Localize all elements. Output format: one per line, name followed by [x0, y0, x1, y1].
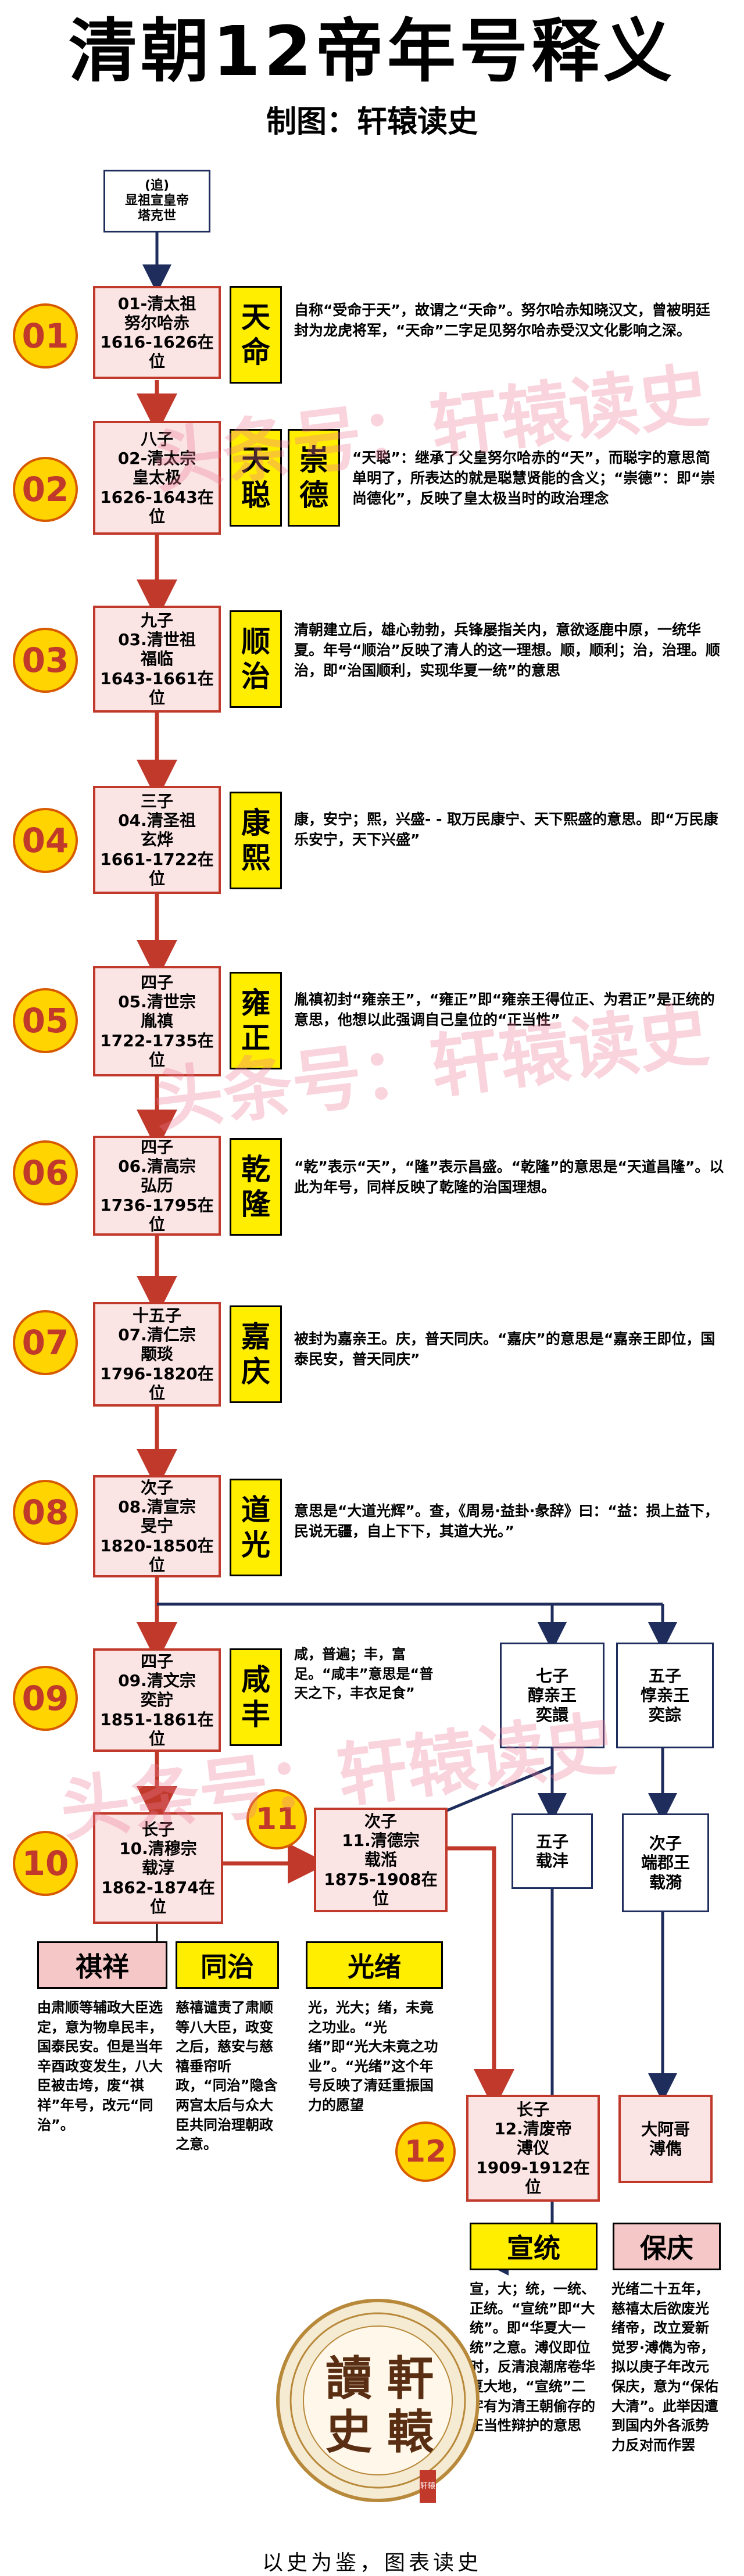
ancestor-box: (追)显祖宣皇帝塔克世: [103, 170, 210, 232]
desc-04: 康，安宁；熙，兴盛- - 取万民康宁、天下熙盛的意思。即“万民康乐安宁，天下兴盛…: [294, 811, 718, 848]
badge-09: 09: [13, 1666, 78, 1731]
prince-chun-box: 七子醇亲王奕譞: [500, 1643, 604, 1748]
desc-09: 咸，普遍；丰，富足。“咸丰”意思是“普天之下，丰衣足食”: [294, 1646, 434, 1702]
era-label-baoqing: 保庆: [613, 2223, 721, 2270]
footer-slogan: 以史为鉴，图表读史: [262, 2551, 482, 2575]
era-label-guangxu: 光绪: [306, 1941, 443, 1989]
era-label-xuantong: 宣统: [470, 2223, 598, 2270]
desc-03: 清朝建立后，雄心勃勃，兵锋屡指关内，意欲逐鹿中原，一统华夏。年号“顺治”反映了清…: [294, 621, 720, 679]
desc-05: 胤禛初封“雍亲王”，“雍正”即“雍亲王得位正、为君正”是正统的意思，他想以此强调…: [294, 991, 715, 1028]
prince-dun-box: 五子惇亲王奕誴: [616, 1643, 714, 1748]
badge-02: 02: [13, 457, 78, 522]
badge-11: 11: [246, 1789, 307, 1849]
era-01: 天命: [230, 286, 282, 384]
desc-01: 自称“受命于天”，故谓之“天命”。努尔哈赤知晓汉文，曾被明廷封为龙虎将军，“天命…: [294, 302, 710, 339]
desc-07: 被封为嘉亲王。庆，普天同庆。“嘉庆”的意思是“嘉亲王即位，国泰民安，普天同庆”: [294, 1330, 716, 1368]
era-desc-baoqing: 光绪二十五年，慈禧太后欲废光绪帝，改立爱新觉罗·溥儁为帝，拟以庚子年改元保庆，意…: [611, 2281, 718, 2453]
era-label-tongzhi: 同治: [176, 1941, 279, 1989]
era-04: 康熙: [230, 792, 282, 889]
svg-text:讀: 讀: [326, 2351, 372, 2406]
seal-logo: 讀 軒 史 轅: [276, 2299, 480, 2502]
era-desc-xuantong: 宣，大；统，一统、正统。“宣统”即“大统”。即“华夏大一统”之意。溥仪即位时，反…: [470, 2281, 595, 2434]
badge-12: 12: [395, 2121, 456, 2182]
badge-03: 03: [13, 628, 78, 693]
desc-06: “乾”表示“天”，“隆”表示昌盛。“乾隆”的意思是“天道昌隆”。以此为年号，同样…: [294, 1158, 724, 1196]
svg-text:史: 史: [326, 2405, 372, 2459]
desc-02: “天聪”：继承了父皇努尔哈赤的“天”，而聪字的意思简单明了，所表达的就是聪慧贤能…: [352, 449, 716, 507]
era-07: 嘉庆: [230, 1305, 282, 1403]
era-label-qixiang: 祺祥: [37, 1941, 167, 1989]
prince-duan-box: 次子端郡王载漪: [622, 1813, 709, 1912]
page-subtitle: 制图：轩辕读史: [266, 105, 478, 139]
badge-01: 01: [13, 303, 78, 368]
badge-08: 08: [13, 1480, 78, 1545]
badge-07: 07: [13, 1310, 78, 1375]
badge-10: 10: [13, 1831, 78, 1896]
era-desc-tongzhi: 慈禧谴责了肃顺等八大臣，政变之后，慈安与慈禧垂帘听政，“同治”隐含两宫太后与众大…: [176, 1999, 278, 2153]
era-02a: 天聪: [230, 429, 282, 527]
svg-text:轅: 轅: [387, 2405, 434, 2459]
era-desc-guangxu: 光，光大；绪，未竟之功业。“光绪”即“光大未竟之功业”。“光绪”这个年号反映了清…: [308, 1999, 438, 2113]
badge-04: 04: [13, 808, 78, 873]
era-06: 乾隆: [230, 1138, 282, 1236]
seal-stamp: 轩辕: [420, 2470, 436, 2503]
era-02b: 崇德: [288, 429, 340, 527]
prince-zaifeng-box: 五子载沣: [512, 1813, 593, 1889]
era-desc-qixiang: 由肃顺等辅政大臣选定，意为物阜民丰，国泰民安。但是当年辛酉政变发生，八大臣被击垮…: [37, 1999, 163, 2133]
era-09: 咸丰: [230, 1648, 282, 1746]
badge-06: 06: [13, 1140, 78, 1205]
era-08: 道光: [230, 1479, 282, 1576]
pujun-box: 大阿哥溥儁: [618, 2095, 713, 2183]
svg-text:軒: 軒: [387, 2351, 434, 2406]
page-title: 清朝12帝年号释义: [68, 11, 676, 91]
era-03: 顺治: [230, 610, 282, 708]
badge-05: 05: [13, 988, 78, 1053]
desc-08: 意思是“大道光辉”。查，《周易·益卦·彖辞》曰：“益：损上益下，民说无疆，自上下…: [294, 1502, 719, 1540]
era-05: 雍正: [230, 972, 282, 1069]
